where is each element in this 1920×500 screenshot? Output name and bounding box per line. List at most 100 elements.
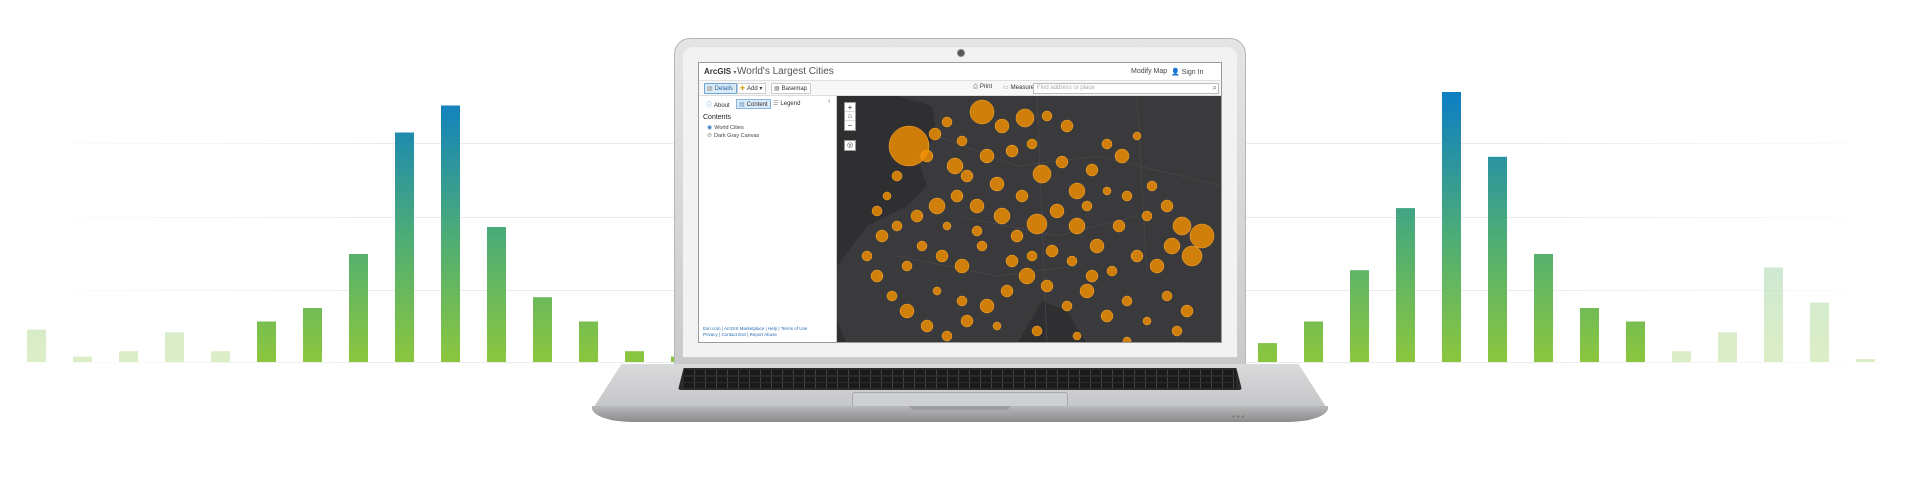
basemap-button[interactable]: ▦Basemap bbox=[771, 83, 812, 94]
city-marker[interactable] bbox=[1172, 216, 1192, 236]
footer-link[interactable]: ArcGIS Marketplace bbox=[723, 326, 765, 331]
city-marker[interactable] bbox=[1160, 199, 1174, 213]
city-marker[interactable] bbox=[979, 148, 995, 164]
zoom-out-button[interactable]: − bbox=[847, 121, 853, 130]
add-button[interactable]: ✚Add ▾ bbox=[737, 83, 767, 94]
city-marker[interactable] bbox=[1181, 245, 1203, 267]
city-marker[interactable] bbox=[1045, 244, 1059, 258]
city-marker[interactable] bbox=[942, 221, 952, 231]
city-marker[interactable] bbox=[870, 269, 884, 283]
map-view[interactable]: + ⌂ − ◎ bbox=[837, 96, 1221, 343]
city-marker[interactable] bbox=[1130, 249, 1144, 263]
city-marker[interactable] bbox=[1180, 304, 1194, 318]
city-marker[interactable] bbox=[1171, 325, 1183, 337]
city-marker[interactable] bbox=[1026, 250, 1038, 262]
city-marker[interactable] bbox=[1085, 269, 1099, 283]
city-marker[interactable] bbox=[928, 197, 946, 215]
city-marker[interactable] bbox=[899, 303, 915, 319]
city-marker[interactable] bbox=[1060, 119, 1074, 133]
city-marker[interactable] bbox=[969, 198, 985, 214]
city-marker[interactable] bbox=[1031, 325, 1043, 337]
city-marker[interactable] bbox=[950, 189, 964, 203]
city-marker[interactable] bbox=[969, 99, 995, 125]
city-marker[interactable] bbox=[979, 298, 995, 314]
city-marker[interactable] bbox=[960, 169, 974, 183]
city-marker[interactable] bbox=[1146, 180, 1158, 192]
city-marker[interactable] bbox=[1081, 200, 1093, 212]
city-marker[interactable] bbox=[1041, 110, 1053, 122]
city-marker[interactable] bbox=[888, 125, 930, 167]
city-marker[interactable] bbox=[1122, 336, 1132, 343]
footer-link[interactable]: Help bbox=[767, 326, 778, 331]
city-marker[interactable] bbox=[1026, 213, 1048, 235]
city-marker[interactable] bbox=[1121, 295, 1133, 307]
city-marker[interactable] bbox=[882, 191, 892, 201]
city-marker[interactable] bbox=[1068, 182, 1086, 200]
city-marker[interactable] bbox=[1141, 210, 1153, 222]
city-marker[interactable] bbox=[1142, 316, 1152, 326]
city-marker[interactable] bbox=[875, 229, 889, 243]
print-button[interactable]: ⎙Print bbox=[973, 84, 993, 90]
city-marker[interactable] bbox=[1089, 238, 1105, 254]
layer-checkbox-icon[interactable]: ◉ bbox=[707, 125, 713, 131]
city-marker[interactable] bbox=[1114, 148, 1130, 164]
city-marker[interactable] bbox=[1032, 164, 1052, 184]
city-marker[interactable] bbox=[1189, 223, 1215, 249]
layer-item[interactable]: ◉World Cities bbox=[707, 125, 744, 131]
city-marker[interactable] bbox=[1015, 108, 1035, 128]
measure-button[interactable]: ▭Measure bbox=[1003, 85, 1035, 91]
home-button[interactable]: ⌂ bbox=[845, 112, 855, 121]
city-marker[interactable] bbox=[871, 205, 883, 217]
city-marker[interactable] bbox=[960, 314, 974, 328]
city-marker[interactable] bbox=[1066, 255, 1078, 267]
city-marker[interactable] bbox=[1106, 265, 1118, 277]
city-marker[interactable] bbox=[1068, 217, 1086, 235]
city-marker[interactable] bbox=[993, 207, 1011, 225]
city-marker[interactable] bbox=[891, 220, 903, 232]
city-marker[interactable] bbox=[1049, 203, 1065, 219]
city-marker[interactable] bbox=[941, 330, 953, 342]
city-marker[interactable] bbox=[861, 250, 873, 262]
footer-link[interactable]: Privacy bbox=[703, 332, 718, 337]
city-marker[interactable] bbox=[935, 249, 949, 263]
tab-content[interactable]: ▤Content bbox=[736, 99, 771, 109]
footer-link[interactable]: Report Abuse bbox=[749, 332, 777, 337]
city-marker[interactable] bbox=[1149, 258, 1165, 274]
modify-map-link[interactable]: Modify Map bbox=[1131, 68, 1168, 75]
city-marker[interactable] bbox=[1005, 144, 1019, 158]
tab-legend[interactable]: ☰Legend bbox=[773, 101, 801, 107]
city-marker[interactable] bbox=[891, 170, 903, 182]
footer-link[interactable]: Esri.com bbox=[703, 326, 721, 331]
city-marker[interactable] bbox=[928, 127, 942, 141]
city-marker[interactable] bbox=[1010, 229, 1024, 243]
city-marker[interactable] bbox=[1100, 309, 1114, 323]
city-marker[interactable] bbox=[901, 260, 913, 272]
city-marker[interactable] bbox=[976, 240, 988, 252]
city-marker[interactable] bbox=[920, 319, 934, 333]
city-marker[interactable] bbox=[941, 116, 953, 128]
city-marker[interactable] bbox=[916, 240, 928, 252]
city-marker[interactable] bbox=[1163, 237, 1181, 255]
city-marker[interactable] bbox=[1161, 290, 1173, 302]
city-marker[interactable] bbox=[992, 321, 1002, 331]
city-marker[interactable] bbox=[956, 295, 968, 307]
city-marker[interactable] bbox=[1121, 190, 1133, 202]
collapse-icon[interactable]: ‹ bbox=[828, 98, 831, 105]
layer-item[interactable]: ⊜Dark Gray Canvas bbox=[707, 133, 760, 139]
city-marker[interactable] bbox=[1072, 331, 1082, 341]
city-marker[interactable] bbox=[946, 157, 964, 175]
city-marker[interactable] bbox=[1079, 283, 1095, 299]
city-marker[interactable] bbox=[932, 286, 942, 296]
city-marker[interactable] bbox=[971, 225, 983, 237]
city-marker[interactable] bbox=[1000, 284, 1014, 298]
city-marker[interactable] bbox=[1015, 189, 1029, 203]
city-marker[interactable] bbox=[1101, 138, 1113, 150]
city-marker[interactable] bbox=[1026, 138, 1038, 150]
city-marker[interactable] bbox=[989, 176, 1005, 192]
city-marker[interactable] bbox=[1102, 186, 1112, 196]
city-marker[interactable] bbox=[1055, 155, 1069, 169]
locate-button[interactable]: ◎ bbox=[844, 140, 856, 151]
footer-link[interactable]: Terms of Use bbox=[780, 326, 808, 331]
city-marker[interactable] bbox=[954, 258, 970, 274]
city-marker[interactable] bbox=[994, 118, 1010, 134]
